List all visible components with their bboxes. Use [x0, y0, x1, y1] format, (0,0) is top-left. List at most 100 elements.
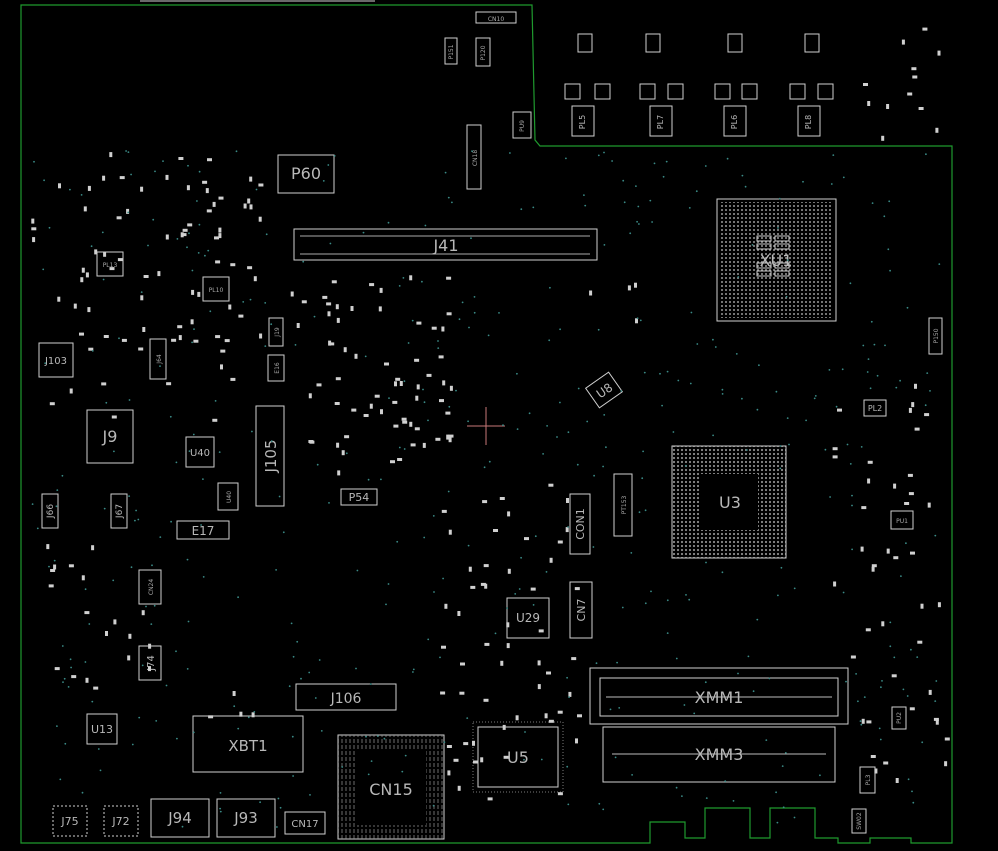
chipset-u3[interactable]: U3 — [671, 445, 787, 559]
component-p120[interactable]: P120 — [475, 37, 491, 67]
connector-con1[interactable]: CON1 — [569, 493, 591, 555]
inductor-pl2[interactable]: PL2 — [863, 399, 887, 417]
svg-text:E17: E17 — [192, 524, 215, 538]
inductor-pl8[interactable]: PL8 — [797, 105, 821, 137]
component-e17[interactable]: E17 — [176, 520, 230, 540]
component-p54[interactable]: P54 — [340, 488, 378, 506]
component-p151[interactable]: P151 — [444, 37, 458, 65]
component-p60[interactable]: P60 — [277, 154, 335, 194]
battery-xbt1[interactable]: XBT1 — [192, 715, 304, 773]
svg-text:J105: J105 — [262, 439, 280, 473]
component-pt153[interactable]: PT153 — [613, 473, 633, 537]
inductor-pl7[interactable]: PL7 — [649, 105, 673, 137]
connector-j19[interactable]: J19 — [268, 317, 284, 347]
svg-text:PL3: PL3 — [865, 774, 872, 785]
connector-j106[interactable]: J106 — [295, 683, 397, 711]
label-j41: J41 — [432, 236, 458, 255]
connector-cn17[interactable]: CN17 — [284, 811, 326, 835]
chip-u8[interactable]: U8 — [584, 371, 624, 409]
svg-text:U8: U8 — [594, 380, 615, 401]
connector-j72[interactable]: J72 — [103, 805, 139, 837]
connector-j103[interactable]: J103 — [38, 342, 74, 378]
svg-text:U40: U40 — [226, 491, 233, 503]
svg-text:J74: J74 — [146, 655, 157, 672]
svg-text:J72: J72 — [111, 815, 129, 828]
component-e16[interactable]: E16 — [267, 354, 285, 382]
svg-text:E16: E16 — [274, 362, 281, 374]
chip-u29[interactable]: U29 — [506, 597, 550, 639]
svg-text:J67: J67 — [115, 504, 125, 519]
svg-text:J64: J64 — [156, 354, 163, 365]
connector-j67[interactable]: J67 — [110, 493, 128, 529]
connector-j94[interactable]: J94 — [150, 798, 210, 838]
svg-text:XU1: XU1 — [760, 251, 793, 270]
svg-text:J93: J93 — [233, 809, 258, 827]
via-field — [31, 150, 941, 828]
crosshair-marker — [467, 407, 505, 445]
component-p150[interactable]: P150 — [928, 317, 943, 355]
svg-text:P150: P150 — [933, 328, 940, 343]
chip-u40-top[interactable]: U40 — [185, 436, 215, 468]
svg-text:PL5: PL5 — [578, 115, 587, 129]
svg-text:CN17: CN17 — [291, 819, 318, 830]
svg-text:U29: U29 — [516, 611, 540, 625]
dimm-slot-xmm1[interactable]: XMM1 — [589, 667, 849, 725]
inductor-pl10[interactable]: PL10 — [202, 276, 230, 302]
svg-text:CN24: CN24 — [148, 579, 155, 595]
svg-text:J106: J106 — [330, 691, 362, 707]
regulator-pu1[interactable]: PU1 — [890, 510, 914, 530]
svg-text:J103: J103 — [44, 356, 67, 367]
inductor-pl5[interactable]: PL5 — [571, 105, 595, 137]
svg-text:CN15: CN15 — [369, 780, 413, 799]
connector-j66[interactable]: J66 — [41, 493, 59, 529]
board-outline — [20, 4, 953, 844]
connector-j41[interactable]: J41 — [293, 228, 598, 261]
dimm-slot-xmm3[interactable]: XMM3 — [602, 726, 836, 783]
svg-text:SW02: SW02 — [856, 812, 863, 830]
svg-text:J75: J75 — [60, 815, 78, 828]
connector-j105[interactable]: J105 — [255, 405, 285, 507]
connector-cn7[interactable]: CN7 — [569, 581, 593, 639]
regulator-pu2[interactable]: PU2 — [891, 706, 907, 730]
svg-text:PU1: PU1 — [896, 518, 908, 525]
svg-text:CN7: CN7 — [575, 599, 588, 622]
chip-u40-bottom[interactable]: U40 — [217, 482, 239, 511]
connector-cn24[interactable]: CN24 — [138, 569, 162, 605]
svg-text:U3: U3 — [719, 493, 741, 512]
svg-text:U5: U5 — [507, 748, 529, 767]
svg-text:CN10: CN10 — [488, 16, 504, 23]
chip-u5[interactable]: U5 — [472, 721, 564, 793]
connector-cn18[interactable]: CN18 — [466, 124, 482, 190]
svg-text:P60: P60 — [291, 164, 321, 183]
connector-cn15[interactable]: CN15 — [337, 734, 445, 840]
switch-sw02[interactable]: SW02 — [851, 808, 867, 834]
svg-text:P151: P151 — [448, 44, 455, 59]
connector-j64[interactable]: J64 — [149, 338, 167, 380]
svg-text:U13: U13 — [91, 723, 113, 736]
svg-text:P120: P120 — [480, 45, 487, 60]
svg-text:J66: J66 — [46, 504, 56, 519]
connector-j9[interactable]: J9 — [86, 409, 134, 464]
svg-text:XMM3: XMM3 — [695, 745, 744, 764]
chip-u13[interactable]: U13 — [86, 713, 118, 745]
svg-text:P54: P54 — [349, 491, 370, 504]
svg-text:XMM1: XMM1 — [695, 688, 744, 707]
svg-text:PL8: PL8 — [804, 115, 813, 129]
connector-j74[interactable]: J74 — [138, 645, 162, 681]
connector-j75[interactable]: J75 — [52, 805, 88, 837]
top-power-stage — [564, 33, 834, 100]
cpu-socket-xu1[interactable]: XU1 — [716, 198, 837, 322]
inductor-pl6[interactable]: PL6 — [723, 105, 747, 137]
inductor-pl13[interactable]: PL13 — [96, 251, 124, 277]
svg-text:PU9: PU9 — [519, 120, 526, 132]
svg-text:U40: U40 — [190, 448, 210, 459]
svg-text:J9: J9 — [102, 427, 118, 446]
inductor-pu9[interactable]: PU9 — [512, 111, 532, 139]
svg-text:PL13: PL13 — [103, 262, 118, 269]
svg-text:CON1: CON1 — [574, 508, 587, 540]
connector-j93[interactable]: J93 — [216, 798, 276, 838]
svg-text:J94: J94 — [167, 809, 192, 827]
inductor-pl3[interactable]: PL3 — [859, 766, 876, 794]
connector-cn10[interactable]: CN10 — [475, 11, 517, 24]
